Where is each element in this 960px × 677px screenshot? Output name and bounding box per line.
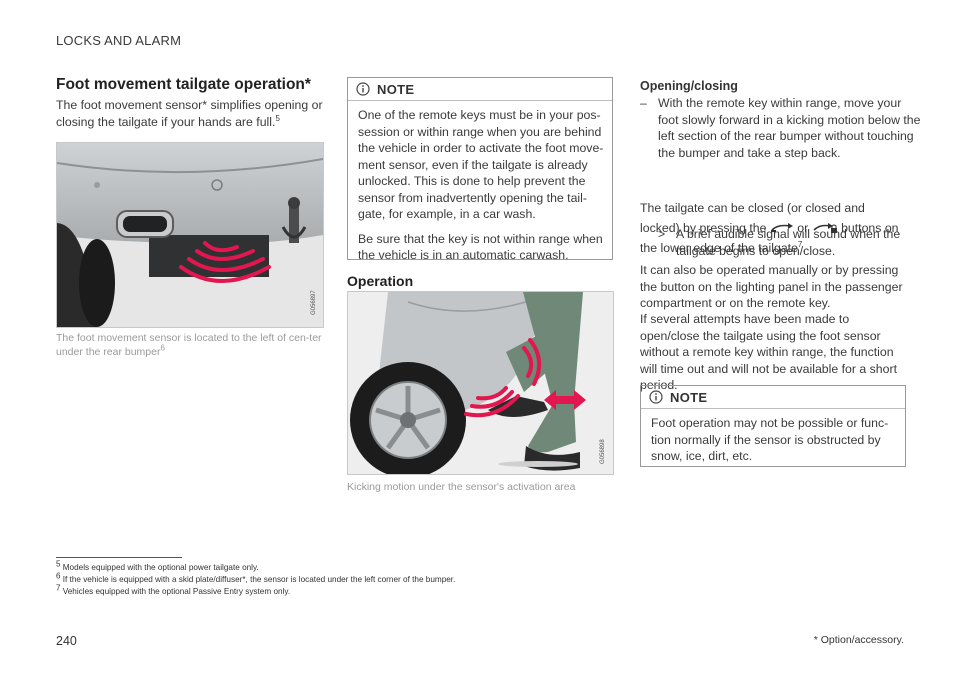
note-paragraph: Foot operation may not be possible or fu…: [651, 416, 889, 463]
note-paragraph: Be sure that the key is not within range…: [358, 231, 603, 263]
page-title: Foot movement tailgate operation*: [56, 76, 311, 93]
page-number: 240: [56, 634, 77, 648]
section-header: LOCKS AND ALARM: [56, 33, 182, 48]
figure-kicking-motion: G056898: [347, 291, 614, 475]
footnote-6: 6 If the vehicle is equipped with a skid…: [56, 571, 456, 584]
operation-heading: Operation: [347, 273, 414, 289]
timeout-paragraph: If several attempts have been made to op…: [640, 312, 897, 392]
figure1-caption: The foot movement sensor is located to t…: [56, 332, 322, 358]
intro-text: The foot movement sensor* simplifies ope…: [56, 98, 323, 129]
footnote-5: 5 Models equipped with the optional powe…: [56, 559, 259, 572]
signal-waves: [464, 338, 542, 418]
signal-waves: [179, 241, 271, 283]
step-item: – With the remote key within range, move…: [640, 96, 921, 160]
opening-closing-heading: Opening/closing: [640, 79, 738, 93]
result-item: > A brief audible signal will sound when…: [658, 227, 901, 258]
figure-rear-bumper: G056897: [56, 142, 324, 328]
footnote-ref-5: 5: [275, 113, 280, 123]
double-arrow-icon: [544, 390, 586, 410]
kicking-motion-illustration: G056898: [348, 292, 613, 474]
manual-operation-paragraph: It can also be operated manually or by p…: [640, 263, 903, 310]
footnote-ref-6: 6: [160, 343, 165, 353]
footnote-ref-7: 7: [797, 239, 803, 249]
info-icon: [356, 82, 370, 96]
tailgate-close-icon: [770, 223, 793, 232]
tailgate-lock-icon: [813, 223, 837, 233]
note-label: NOTE: [377, 81, 415, 97]
note-box-key-range: NOTE One of the remote keys must be in y…: [347, 77, 613, 262]
figure2-caption: Kicking motion under the sensor's activa…: [347, 481, 576, 493]
figure-code: G056897: [311, 290, 317, 315]
note-box-obstruction: NOTE Foot operation may not be possible …: [640, 385, 906, 467]
option-accessory-note: * Option/accessory.: [813, 634, 904, 646]
note-paragraph: One of the remote keys must be in your p…: [358, 108, 604, 221]
figure-code: G056898: [600, 439, 606, 464]
result-marker: >: [658, 227, 666, 241]
rear-bumper-illustration: G056897: [57, 143, 323, 327]
note-label: NOTE: [670, 389, 708, 405]
footnote-rule: [56, 557, 182, 558]
footnote-7: 7 Vehicles equipped with the optional Pa…: [56, 583, 291, 596]
info-icon: [649, 390, 663, 404]
close-buttons-paragraph: The tailgate can be closed (or closed an…: [640, 201, 899, 255]
step-marker: –: [640, 96, 647, 110]
